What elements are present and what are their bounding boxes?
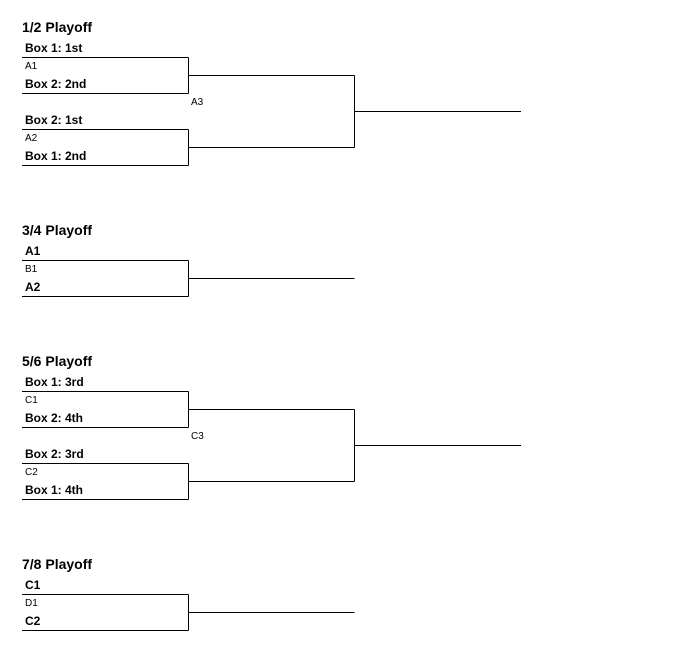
team-slot: Box 1: 1st xyxy=(25,41,83,55)
team-slot: Box 1: 3rd xyxy=(25,375,84,389)
team-slot: Box 2: 1st xyxy=(25,113,83,127)
team-slot: Box 2: 3rd xyxy=(25,447,84,461)
match-code: A1 xyxy=(25,61,38,72)
final-match-code: A3 xyxy=(191,97,204,108)
match-code: A2 xyxy=(25,133,38,144)
match-code: C1 xyxy=(25,395,38,406)
team-slot: Box 2: 2nd xyxy=(25,77,87,91)
team-slot: Box 1: 4th xyxy=(25,483,84,497)
team-slot: Box 1: 2nd xyxy=(25,149,87,163)
match-code: C2 xyxy=(25,467,38,478)
section-title-7-8-playoff: 7/8 Playoff xyxy=(22,556,93,572)
team-slot: C2 xyxy=(25,614,41,628)
team-slot: A1 xyxy=(25,244,41,258)
match-code: D1 xyxy=(25,598,38,609)
section-title-5-6-playoff: 5/6 Playoff xyxy=(22,353,93,369)
team-slot: A2 xyxy=(25,280,41,294)
section-title-3-4-playoff: 3/4 Playoff xyxy=(22,222,93,238)
match-code: B1 xyxy=(25,264,38,275)
section-title-1-2-playoff: 1/2 Playoff xyxy=(22,19,93,35)
team-slot: Box 2: 4th xyxy=(25,411,84,425)
team-slot: C1 xyxy=(25,578,41,592)
final-match-code: C3 xyxy=(191,431,204,442)
